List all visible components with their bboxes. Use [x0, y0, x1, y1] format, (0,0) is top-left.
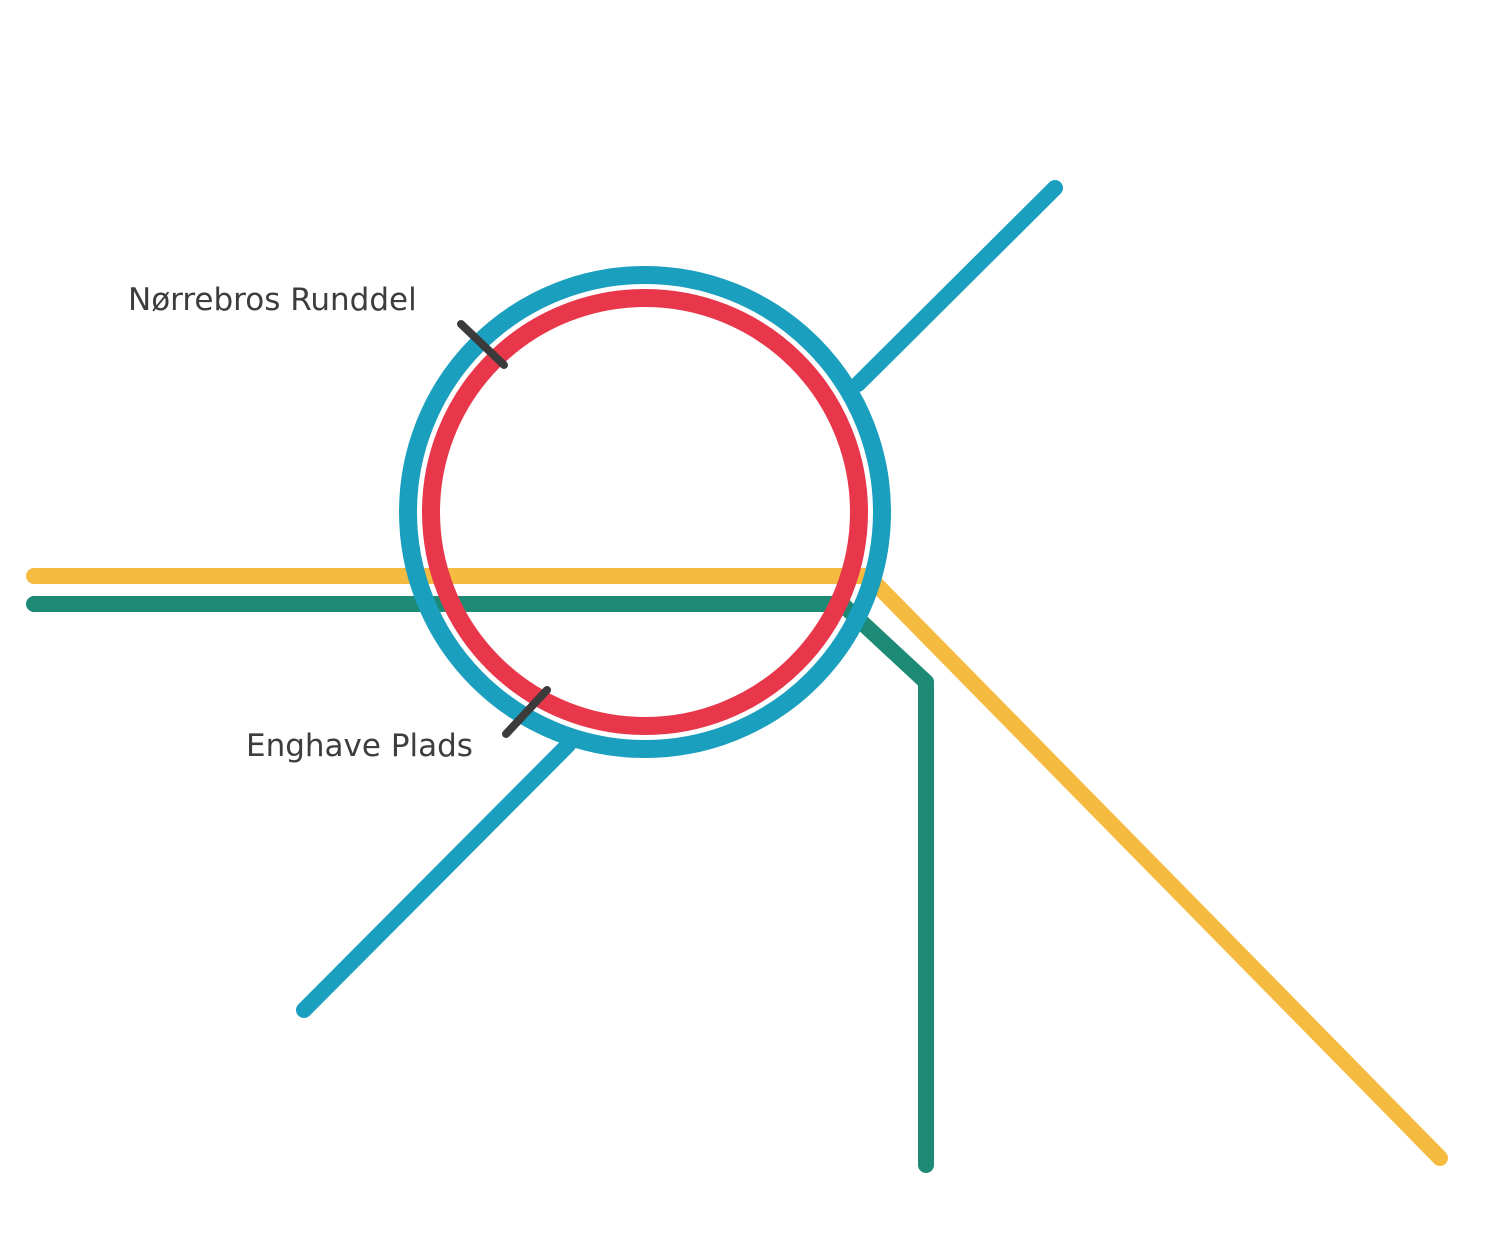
green-line [26, 596, 934, 1173]
station-label-enghave-plads: Enghave Plads [246, 728, 473, 764]
yellow-line [26, 568, 1448, 1166]
blue-branch-northeast [850, 180, 1063, 392]
red-ring-line [422, 289, 868, 735]
blue-ring-line [399, 266, 891, 758]
station-marker-norrebros-runddel[interactable] [457, 320, 508, 369]
station-marker-enghave-plads[interactable] [502, 686, 551, 738]
blue-branch-southwest [296, 737, 576, 1018]
station-label-norrebros-runddel: Nørrebros Runddel [128, 282, 417, 318]
